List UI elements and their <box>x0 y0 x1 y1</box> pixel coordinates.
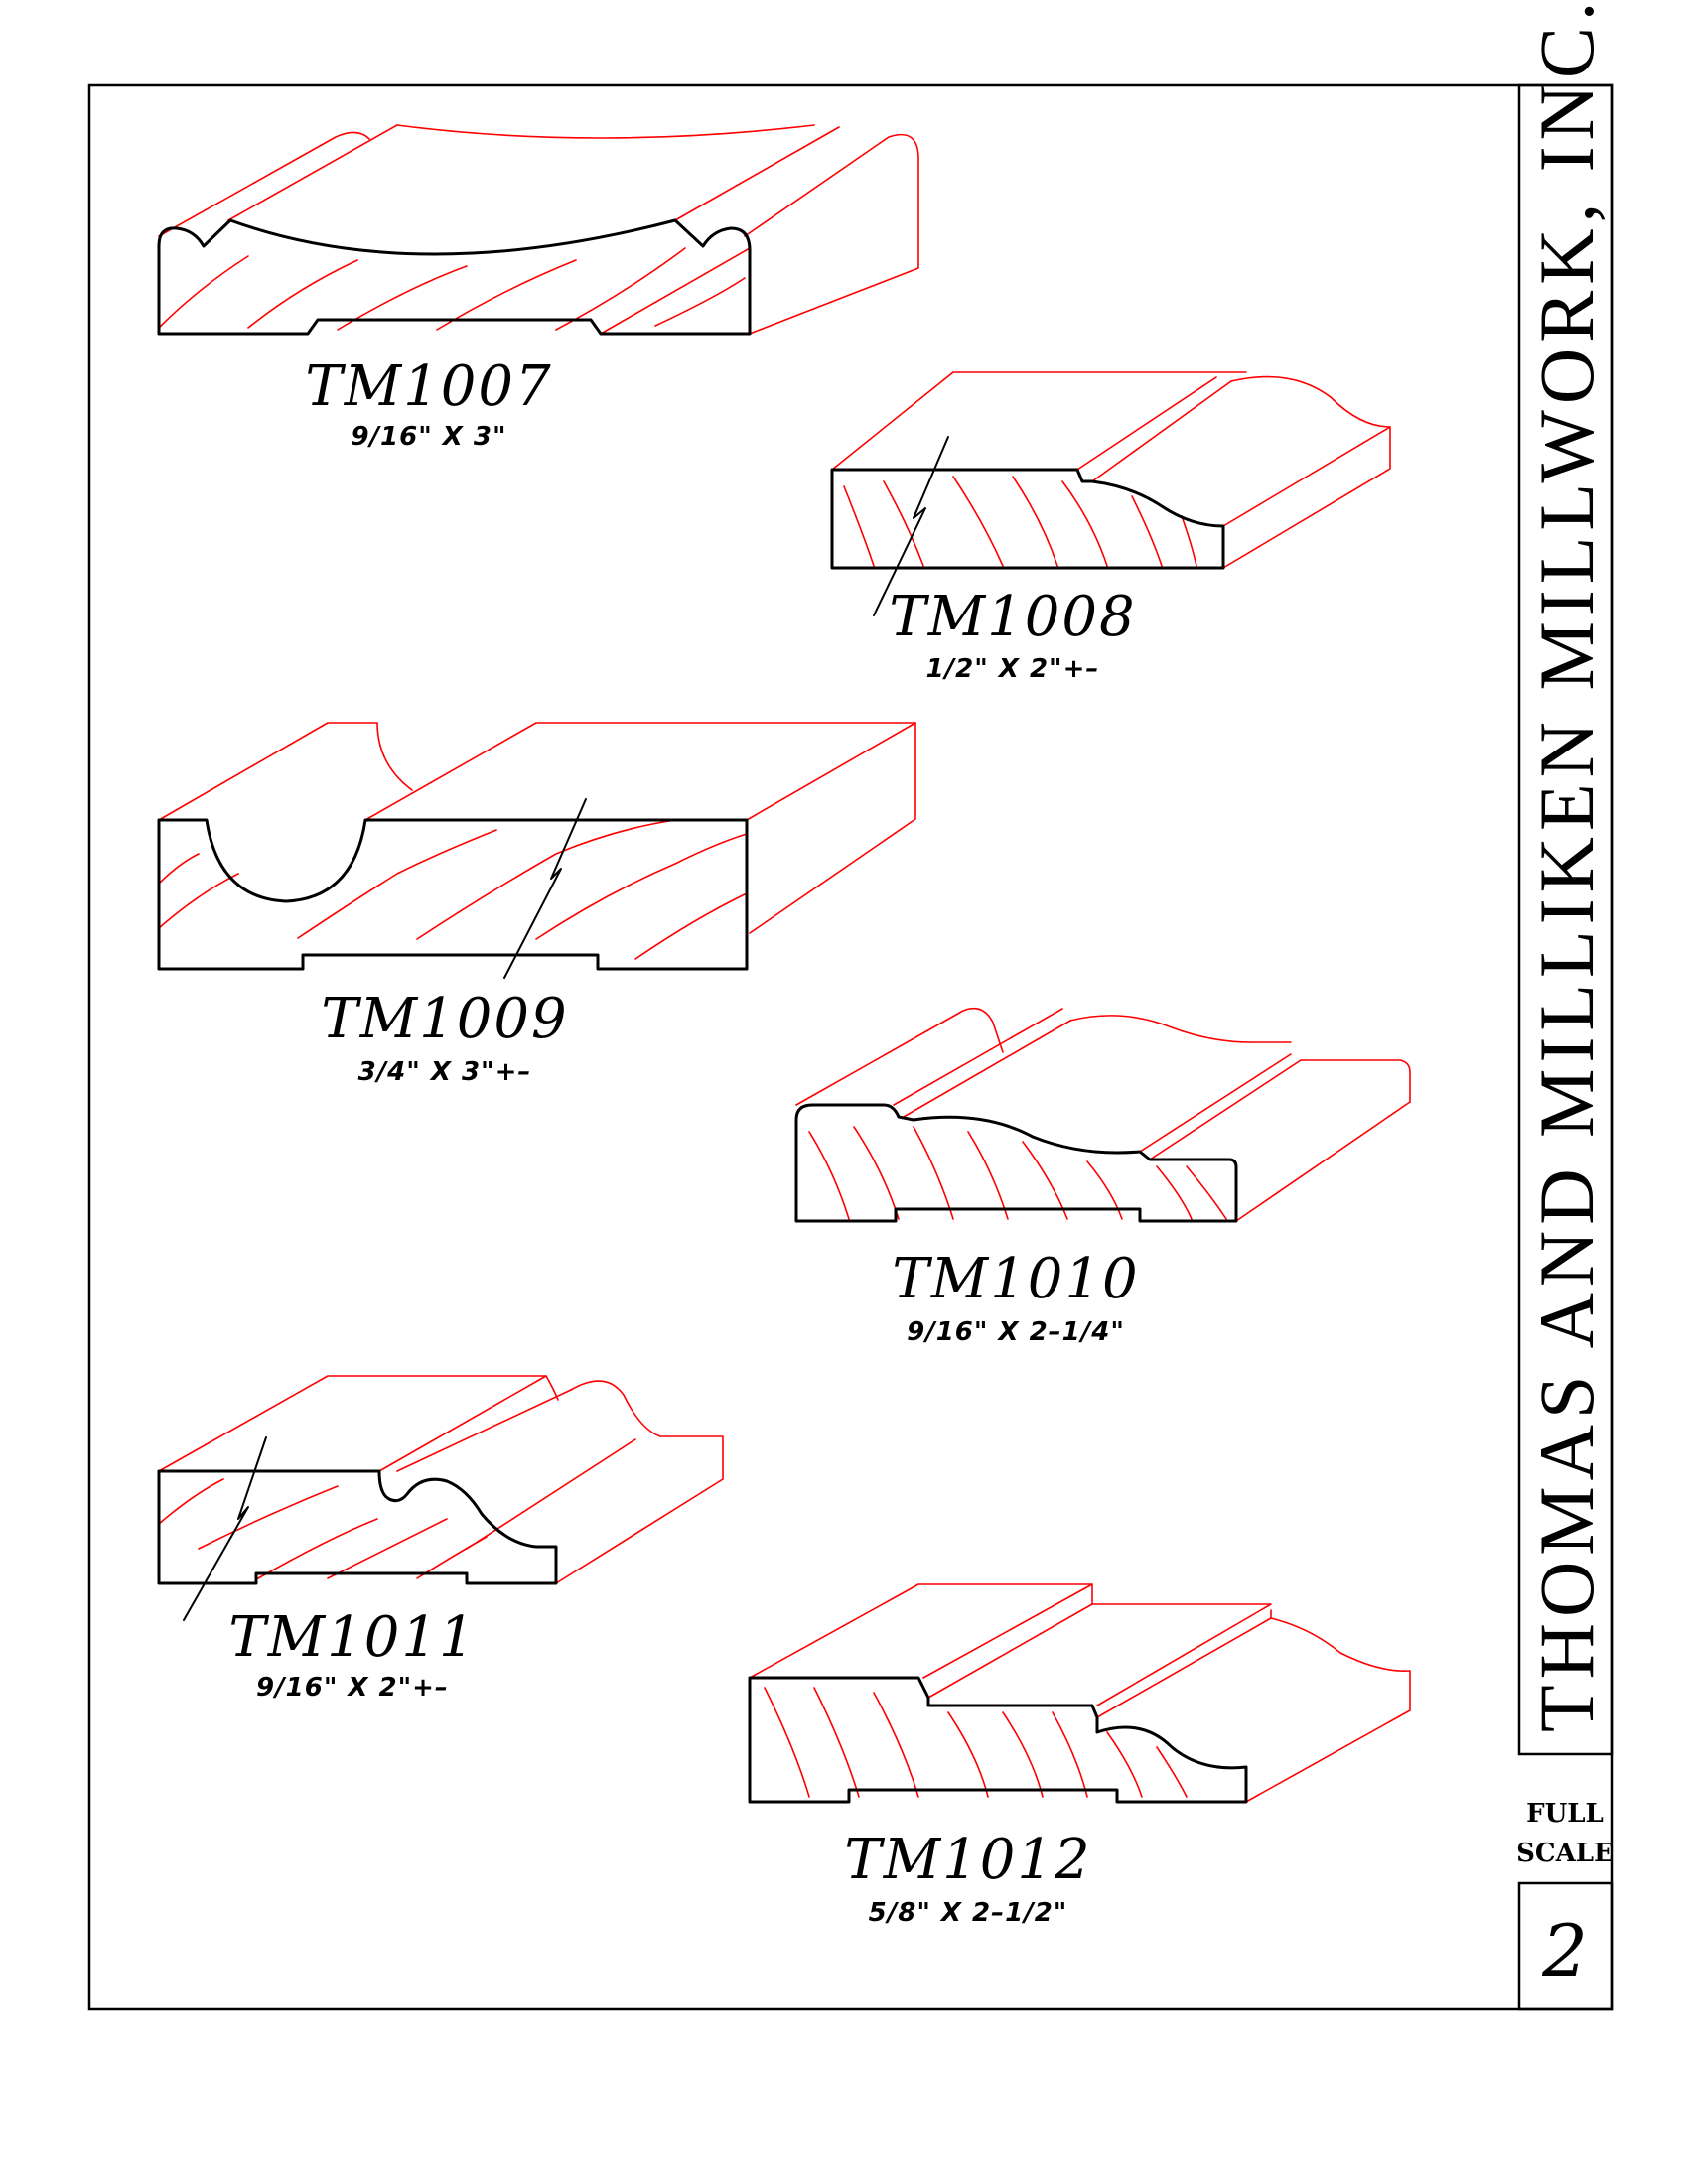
tm1009-model: TM1009 <box>321 987 568 1051</box>
tm1007-model: TM1007 <box>305 354 552 419</box>
tm1008-section-outline <box>830 468 1225 570</box>
tm1007-grain <box>158 247 746 331</box>
scale-label-scale: SCALE <box>1516 1839 1614 1868</box>
tm1007-perspective-lines <box>158 124 919 335</box>
tm1011-break-line <box>183 1436 267 1621</box>
page-number: 2 <box>1541 1909 1588 1992</box>
tm1007-dims: 9/16" X 3" <box>351 422 506 452</box>
profile-tm1009: TM1009 3/4" X 3"+– <box>157 722 916 1087</box>
tm1011-section-outline <box>157 1469 558 1585</box>
tm1012-dims: 5/8" X 2–1/2" <box>869 1898 1068 1928</box>
tm1008-grain <box>843 476 1197 567</box>
title-block <box>1517 83 1614 1756</box>
tm1010-grain <box>808 1126 1227 1220</box>
tm1011-dims: 9/16" X 2"+– <box>256 1673 449 1703</box>
tm1010-perspective-lines <box>795 1007 1411 1222</box>
tm1008-break-line <box>873 436 949 616</box>
company-name: THOMAS AND MILLIKEN MILLWORK, INC. <box>1523 0 1610 1732</box>
page-number-box <box>1517 1881 1614 2011</box>
tm1007-section-outline <box>157 218 752 336</box>
tm1009-break-line <box>503 798 587 979</box>
profile-tm1010: TM1010 9/16" X 2–1/4" <box>794 1007 1411 1347</box>
tm1010-model: TM1010 <box>892 1247 1139 1311</box>
tm1012-section-outline <box>748 1676 1248 1804</box>
tm1008-perspective-lines <box>831 371 1391 569</box>
tm1012-model: TM1012 <box>844 1828 1091 1892</box>
profile-tm1012: TM1012 5/8" X 2–1/2" <box>748 1583 1411 1928</box>
tm1011-model: TM1011 <box>228 1605 476 1670</box>
profile-tm1008: TM1008 1/2" X 2"+– <box>830 371 1391 684</box>
tm1011-perspective-lines <box>158 1375 724 1584</box>
tm1012-perspective-lines <box>749 1583 1411 1803</box>
tm1008-model: TM1008 <box>889 585 1136 649</box>
tm1010-section-outline <box>794 1103 1238 1223</box>
scale-label-full: FULL <box>1526 1799 1604 1829</box>
tm1008-dims: 1/2" X 2"+– <box>926 654 1100 684</box>
profile-tm1011: TM1011 9/16" X 2"+– <box>157 1375 724 1703</box>
tm1011-grain <box>158 1478 488 1579</box>
tm1010-dims: 9/16" X 2–1/4" <box>907 1317 1125 1347</box>
tm1009-grain <box>158 819 748 960</box>
profile-tm1007: TM1007 9/16" X 3" <box>157 124 919 452</box>
tm1009-perspective-lines <box>158 722 916 934</box>
tm1009-dims: 3/4" X 3"+– <box>358 1057 532 1087</box>
tm1009-section-outline <box>157 818 749 971</box>
